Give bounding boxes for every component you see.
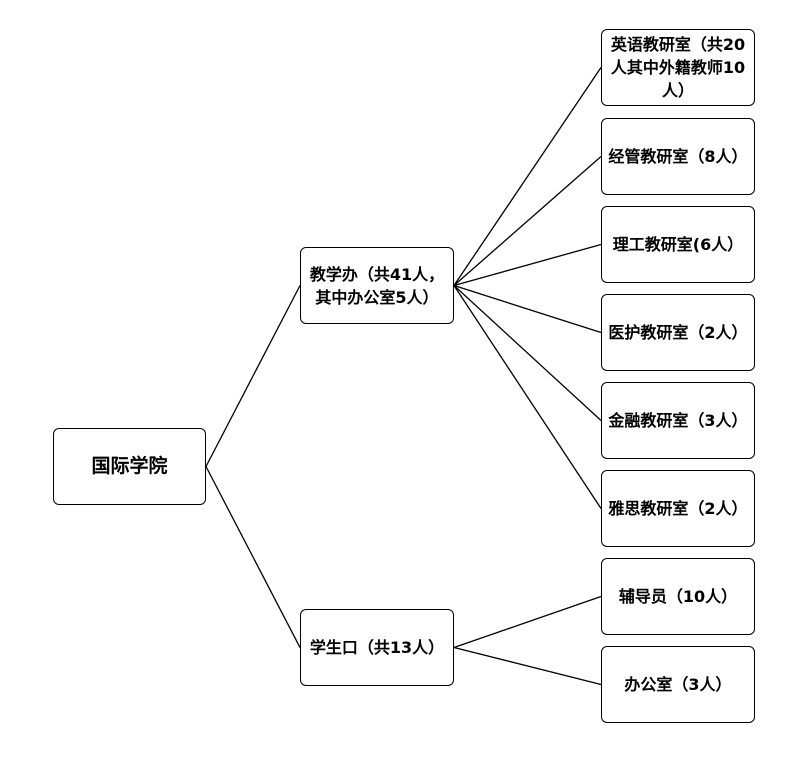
node-finance-dept-label: 金融教研室（3人） bbox=[608, 411, 748, 430]
connector-node-student-affairs-to-node-office bbox=[453, 646, 602, 686]
node-ielts-dept-label: 雅思教研室（2人） bbox=[608, 499, 748, 518]
root-node-international-college: 国际学院 bbox=[53, 428, 206, 505]
node-counselor: 辅导员（10人） bbox=[601, 558, 755, 635]
node-finance-dept: 金融教研室（3人） bbox=[601, 382, 755, 459]
connector-node-teaching-office-to-node-medical-dept bbox=[453, 284, 602, 334]
node-student-affairs-label: 学生口（共13人） bbox=[309, 638, 445, 657]
node-ielts-dept: 雅思教研室（2人） bbox=[601, 470, 755, 547]
node-medical-dept: 医护教研室（2人） bbox=[601, 294, 755, 371]
connector-node-teaching-office-to-node-engineering-dept bbox=[453, 243, 602, 287]
connector-node-teaching-office-to-node-finance-dept bbox=[453, 285, 602, 421]
node-engineering-dept: 理工教研室(6人） bbox=[601, 206, 755, 283]
connector-node-teaching-office-to-node-ielts-dept bbox=[453, 285, 602, 509]
node-office-label: 办公室（3人） bbox=[624, 675, 732, 694]
node-english-dept-label: 英语教研室（共20人其中外籍教师10人） bbox=[610, 35, 746, 100]
node-engineering-dept-label: 理工教研室(6人） bbox=[612, 235, 744, 254]
node-management-dept-label: 经管教研室（8人） bbox=[608, 147, 748, 166]
node-management-dept: 经管教研室（8人） bbox=[601, 118, 755, 195]
connector-root-node-international-college-to-node-student-affairs bbox=[205, 466, 301, 648]
node-office: 办公室（3人） bbox=[601, 646, 755, 723]
connector-node-teaching-office-to-node-management-dept bbox=[453, 156, 602, 286]
connector-root-node-international-college-to-node-teaching-office bbox=[205, 285, 301, 467]
node-student-affairs: 学生口（共13人） bbox=[300, 609, 454, 686]
node-teaching-office-label: 教学办（共41人，其中办公室5人） bbox=[309, 264, 445, 307]
connector-node-student-affairs-to-node-counselor bbox=[453, 595, 602, 649]
node-english-dept: 英语教研室（共20人其中外籍教师10人） bbox=[601, 29, 755, 106]
node-counselor-label: 辅导员（10人） bbox=[618, 587, 738, 606]
node-medical-dept-label: 医护教研室（2人） bbox=[608, 323, 748, 342]
node-teaching-office: 教学办（共41人，其中办公室5人） bbox=[300, 247, 454, 324]
connector-node-teaching-office-to-node-english-dept bbox=[453, 67, 602, 286]
root-node-label: 国际学院 bbox=[91, 455, 168, 477]
